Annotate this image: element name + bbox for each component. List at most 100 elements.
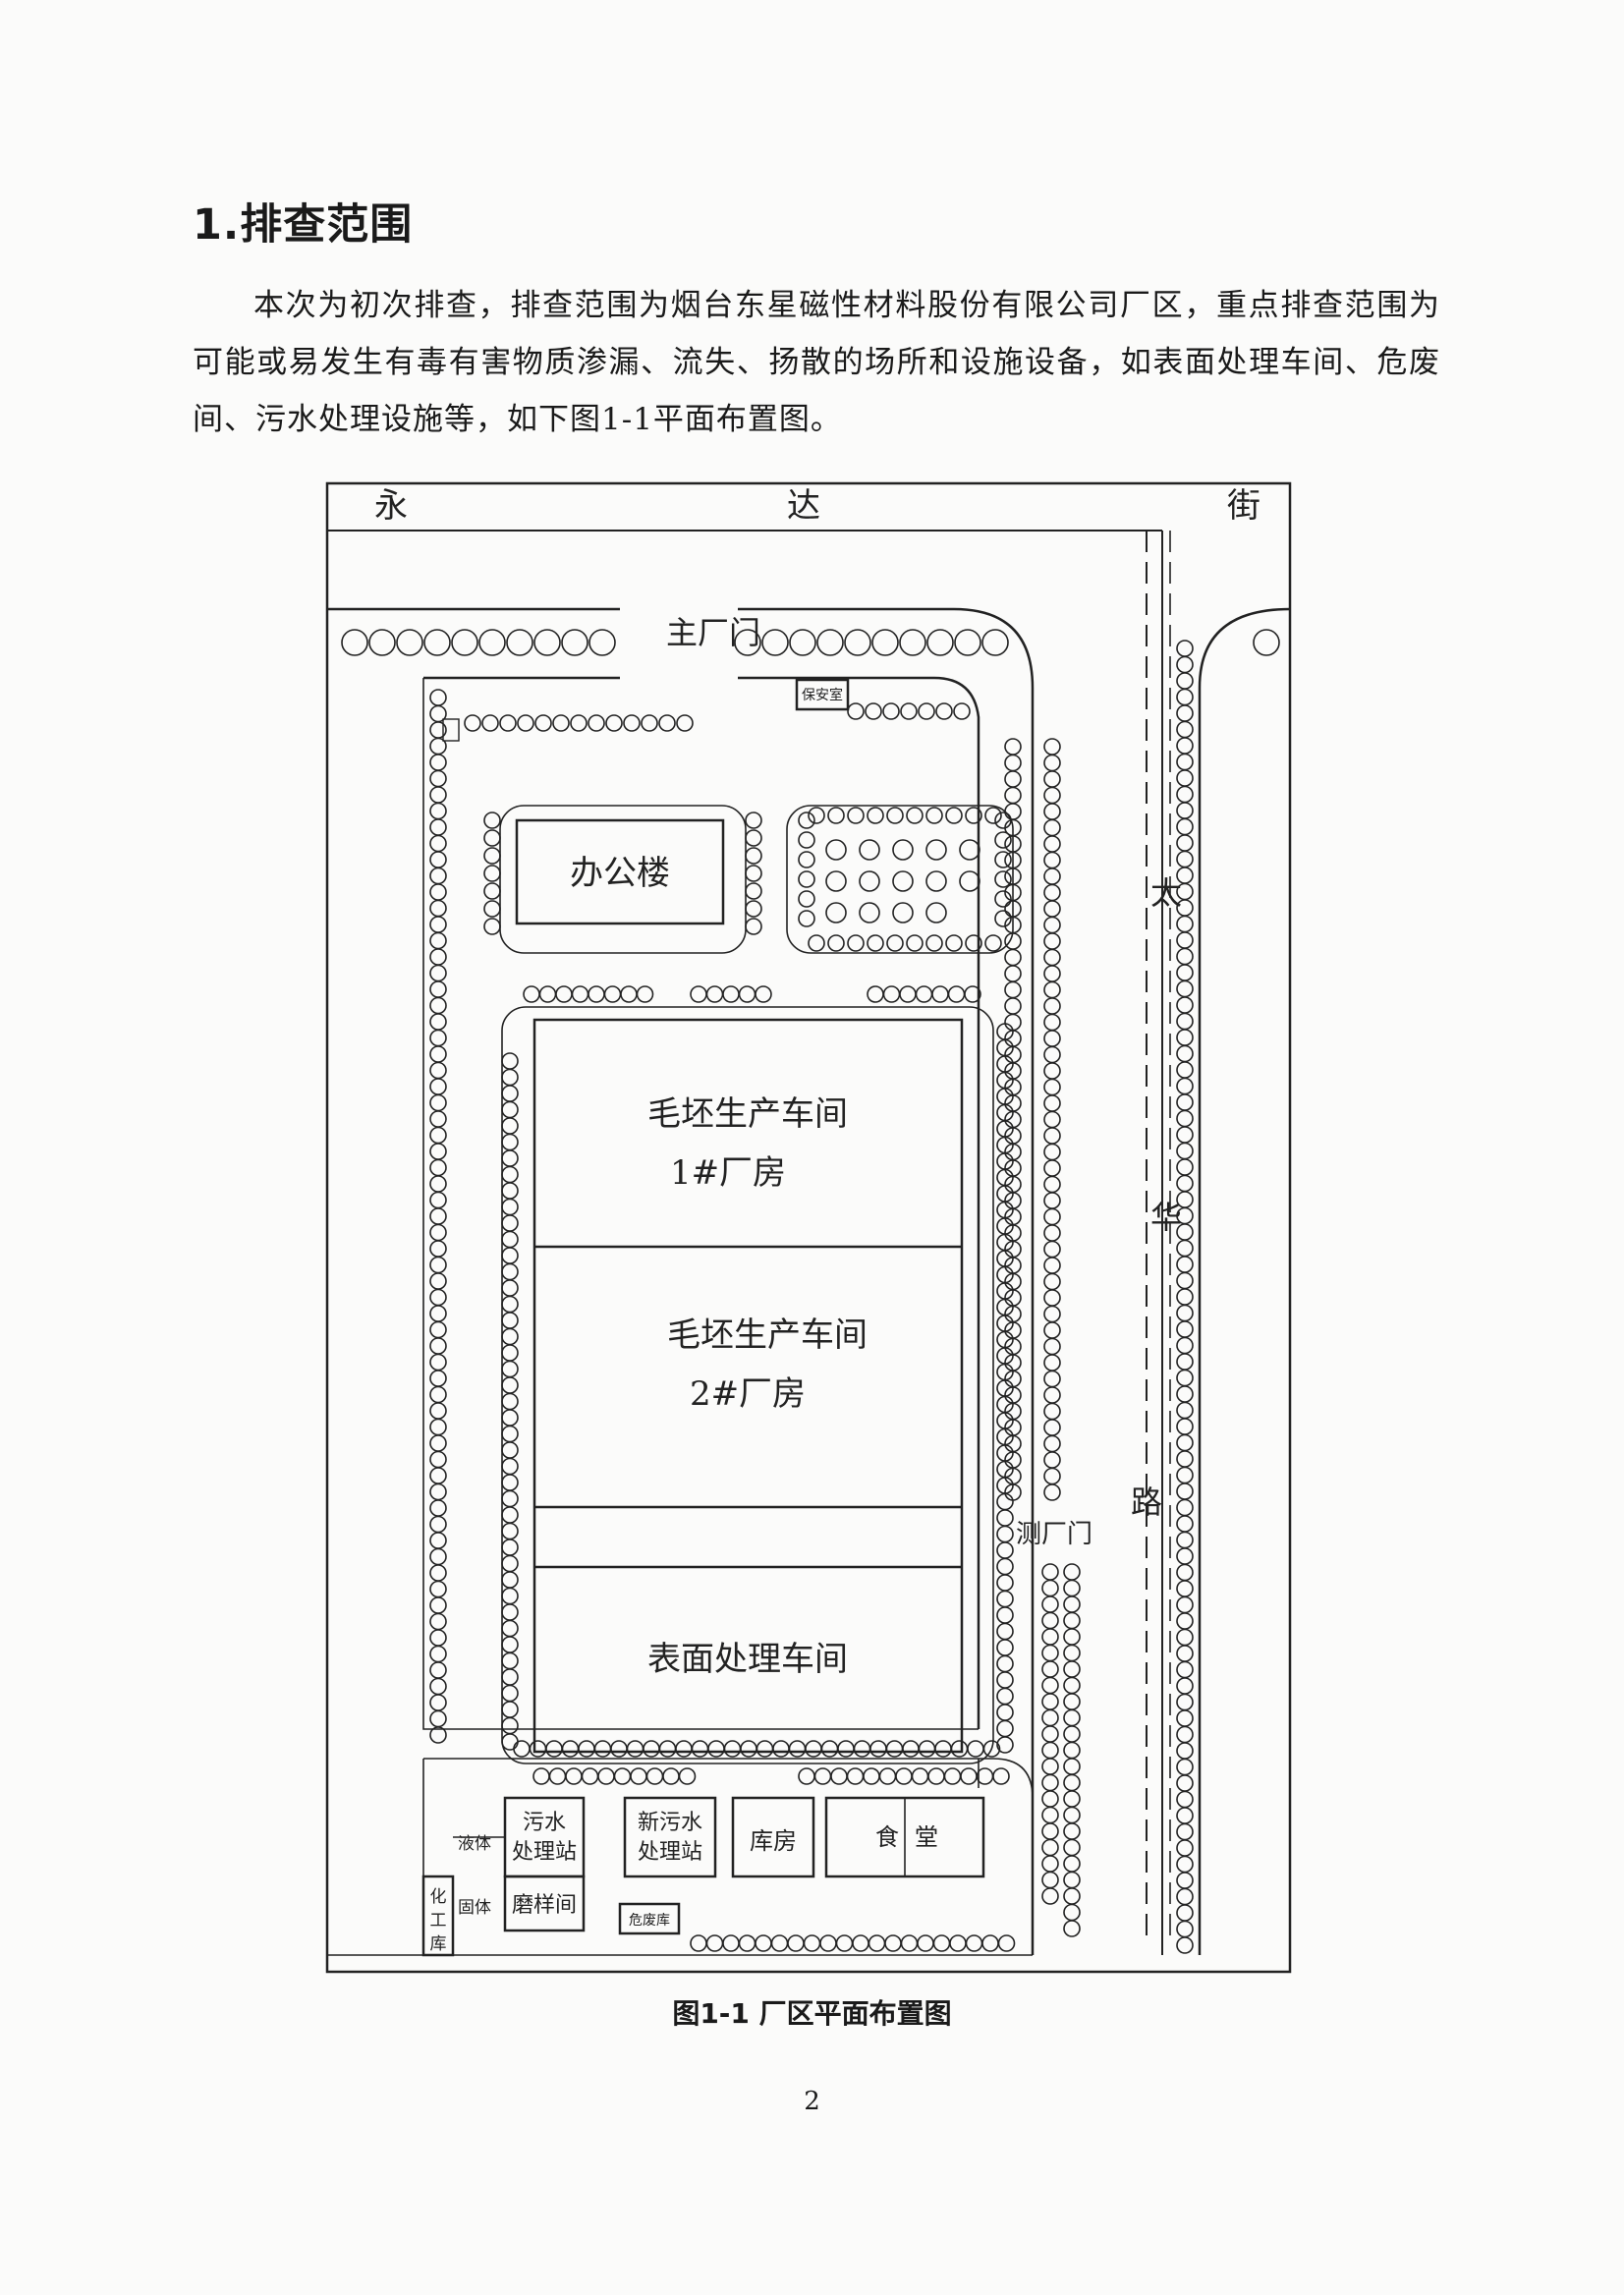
tree-symbol: [1004, 965, 1022, 982]
tree-symbol: [501, 1619, 519, 1638]
tree-symbol: [965, 934, 982, 952]
tree-symbol: [501, 1117, 519, 1135]
tree-symbol: [1176, 1466, 1194, 1484]
tree-symbol: [949, 1934, 967, 1952]
solid-label: 固体: [458, 1898, 491, 1918]
tree-symbol: [925, 839, 947, 861]
tree-symbol: [1176, 1109, 1194, 1128]
tree-symbol: [847, 934, 865, 952]
tree-symbol: [429, 964, 447, 982]
tree-symbol: [882, 702, 900, 720]
tree-symbol: [1043, 1305, 1061, 1323]
tree-symbol: [1176, 688, 1194, 706]
tree-symbol: [915, 985, 933, 1003]
tree-symbol: [501, 1668, 519, 1686]
tree-symbol: [992, 1767, 1010, 1785]
tree-symbol: [1063, 1822, 1081, 1840]
tree-symbol: [996, 1574, 1014, 1592]
street-label-da: 达: [787, 486, 820, 526]
tree-symbol: [1041, 1773, 1059, 1792]
tree-symbol: [429, 1126, 447, 1145]
chemical-store: [421, 1875, 455, 1957]
tree-symbol: [1063, 1644, 1081, 1662]
tree-symbol: [1176, 964, 1194, 981]
tree-symbol: [523, 985, 540, 1003]
tree-symbol: [886, 807, 904, 824]
tree-symbol: [1176, 672, 1194, 690]
tree-symbol: [1043, 948, 1061, 967]
tree-symbol: [501, 1214, 519, 1232]
tree-symbol: [899, 985, 917, 1003]
tree-symbol: [882, 985, 901, 1003]
tree-symbol: [1043, 1110, 1061, 1129]
tree-symbol: [918, 702, 935, 720]
tree-symbol: [429, 689, 447, 706]
tree-symbol: [501, 1149, 519, 1167]
tree-symbol: [745, 847, 762, 865]
tree-symbol: [994, 890, 1012, 908]
tree-symbol: [429, 1353, 447, 1371]
tree-symbol: [1176, 1872, 1194, 1889]
tree-symbol: [798, 851, 815, 868]
tree-symbol: [1043, 1434, 1061, 1453]
tree-symbol: [798, 870, 815, 888]
tree-symbol: [1043, 1467, 1061, 1485]
tree-symbol: [1176, 1660, 1194, 1679]
tree-symbol: [964, 985, 981, 1003]
tree-symbol: [501, 1133, 519, 1151]
tree-symbol: [517, 714, 534, 732]
tree-symbol: [1176, 1839, 1194, 1857]
tree-symbol: [1043, 1289, 1061, 1307]
tree-symbol: [429, 1532, 447, 1549]
tree-symbol: [1043, 916, 1061, 934]
tree-symbol: [816, 629, 844, 656]
chem-store-label-3: 库: [430, 1934, 447, 1954]
tree-symbol: [429, 1467, 447, 1484]
office-label: 办公楼: [570, 854, 670, 893]
tree-symbol: [934, 1740, 952, 1758]
tree-symbol: [1063, 1611, 1081, 1630]
workshop1-name: 毛坯生产车间: [647, 1094, 848, 1134]
tree-symbol: [1004, 738, 1022, 756]
tree-symbol: [1043, 1483, 1061, 1501]
tree-symbol: [1041, 1822, 1059, 1840]
sewage-label-1: 污水: [523, 1811, 566, 1835]
tree-symbol: [429, 883, 447, 901]
tree-symbol: [1063, 1708, 1081, 1727]
tree-symbol: [676, 714, 694, 732]
tree-symbol: [429, 1709, 447, 1728]
tree-symbol: [1041, 1887, 1059, 1905]
chem-store-label-2: 工: [430, 1911, 447, 1931]
tree-symbol: [1041, 1758, 1059, 1775]
tree-symbol: [483, 900, 501, 918]
tree-symbol: [1176, 1401, 1194, 1420]
tree-symbol: [755, 985, 772, 1003]
tree-symbol: [429, 1694, 447, 1711]
tree-symbol: [429, 1272, 447, 1290]
tree-symbol: [1041, 1838, 1059, 1857]
tree-symbol: [1176, 769, 1194, 787]
tree-symbol: [429, 1045, 447, 1063]
tree-symbol: [538, 985, 557, 1003]
tree-symbol: [691, 1740, 709, 1758]
tree-symbol: [1176, 1142, 1194, 1160]
tree-symbol: [1176, 1271, 1194, 1290]
tree-symbol: [705, 985, 724, 1003]
tree-symbol: [1063, 1855, 1081, 1873]
tree-symbol: [1176, 1353, 1194, 1371]
tree-symbol: [429, 1677, 447, 1696]
tree-symbol: [429, 1418, 447, 1436]
tree-symbol: [803, 1934, 821, 1952]
tree-symbol: [996, 1622, 1014, 1641]
tree-symbol: [931, 985, 949, 1003]
tree-symbol: [1176, 1920, 1194, 1938]
tree-symbol: [1176, 1029, 1194, 1046]
tree-symbol: [1043, 1062, 1061, 1080]
tree-symbol: [1176, 1288, 1194, 1306]
tree-symbol: [932, 1934, 951, 1952]
tree-symbol: [982, 1740, 1001, 1758]
tree-symbol: [1176, 704, 1194, 722]
tree-symbol: [1063, 1887, 1081, 1905]
tree-symbol: [429, 1305, 447, 1322]
tree-symbol: [501, 1651, 519, 1670]
